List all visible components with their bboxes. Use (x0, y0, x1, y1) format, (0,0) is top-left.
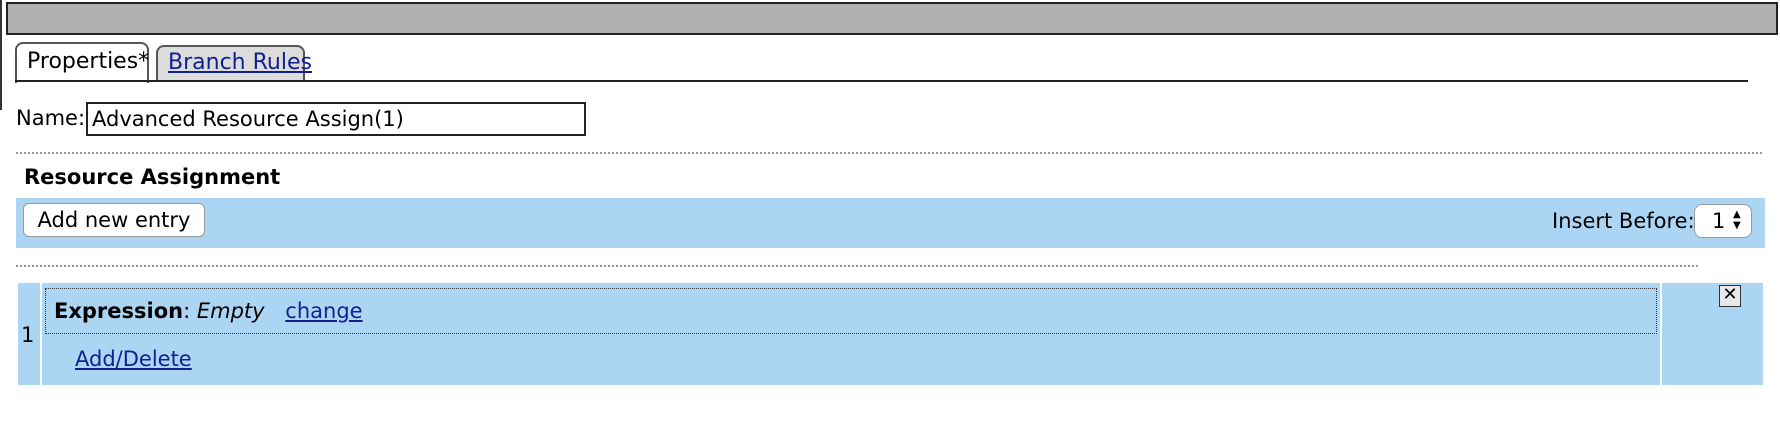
divider (40, 283, 42, 385)
entry-toolbar: Add new entry Insert Before: 1 ▲▼ (16, 198, 1765, 248)
tab-underline (15, 80, 1748, 82)
entry-row: 1 Expression: Empty change Add/Delete (18, 283, 1763, 385)
expression-separator: : (183, 299, 191, 323)
separator (16, 152, 1762, 154)
close-icon[interactable]: ✕ (1719, 285, 1741, 307)
change-link[interactable]: change (285, 299, 363, 323)
section-title: Resource Assignment (24, 165, 281, 189)
insert-before-value: 1 (1712, 209, 1726, 233)
name-label: Name: (16, 106, 86, 130)
name-input[interactable] (86, 102, 586, 136)
tab-properties[interactable]: Properties* (15, 42, 149, 83)
divider (1660, 283, 1662, 385)
separator (16, 265, 1698, 267)
add-new-entry-button[interactable]: Add new entry (23, 203, 205, 237)
expression-value: Empty (196, 299, 265, 323)
updown-arrows-icon: ▲▼ (1733, 209, 1741, 231)
tab-branch-rules[interactable]: Branch Rules (156, 45, 312, 80)
expression-label: Expression (54, 299, 184, 323)
insert-before-label: Insert Before: (1552, 209, 1695, 233)
window-edge (0, 0, 2, 110)
title-bar (6, 2, 1778, 35)
entry-index: 1 (21, 323, 35, 347)
add-delete-link[interactable]: Add/Delete (75, 347, 192, 371)
expression-line: Expression: Empty change (54, 299, 363, 323)
expression-box: Expression: Empty change (45, 288, 1657, 334)
insert-before-select[interactable]: 1 ▲▼ (1694, 204, 1752, 238)
